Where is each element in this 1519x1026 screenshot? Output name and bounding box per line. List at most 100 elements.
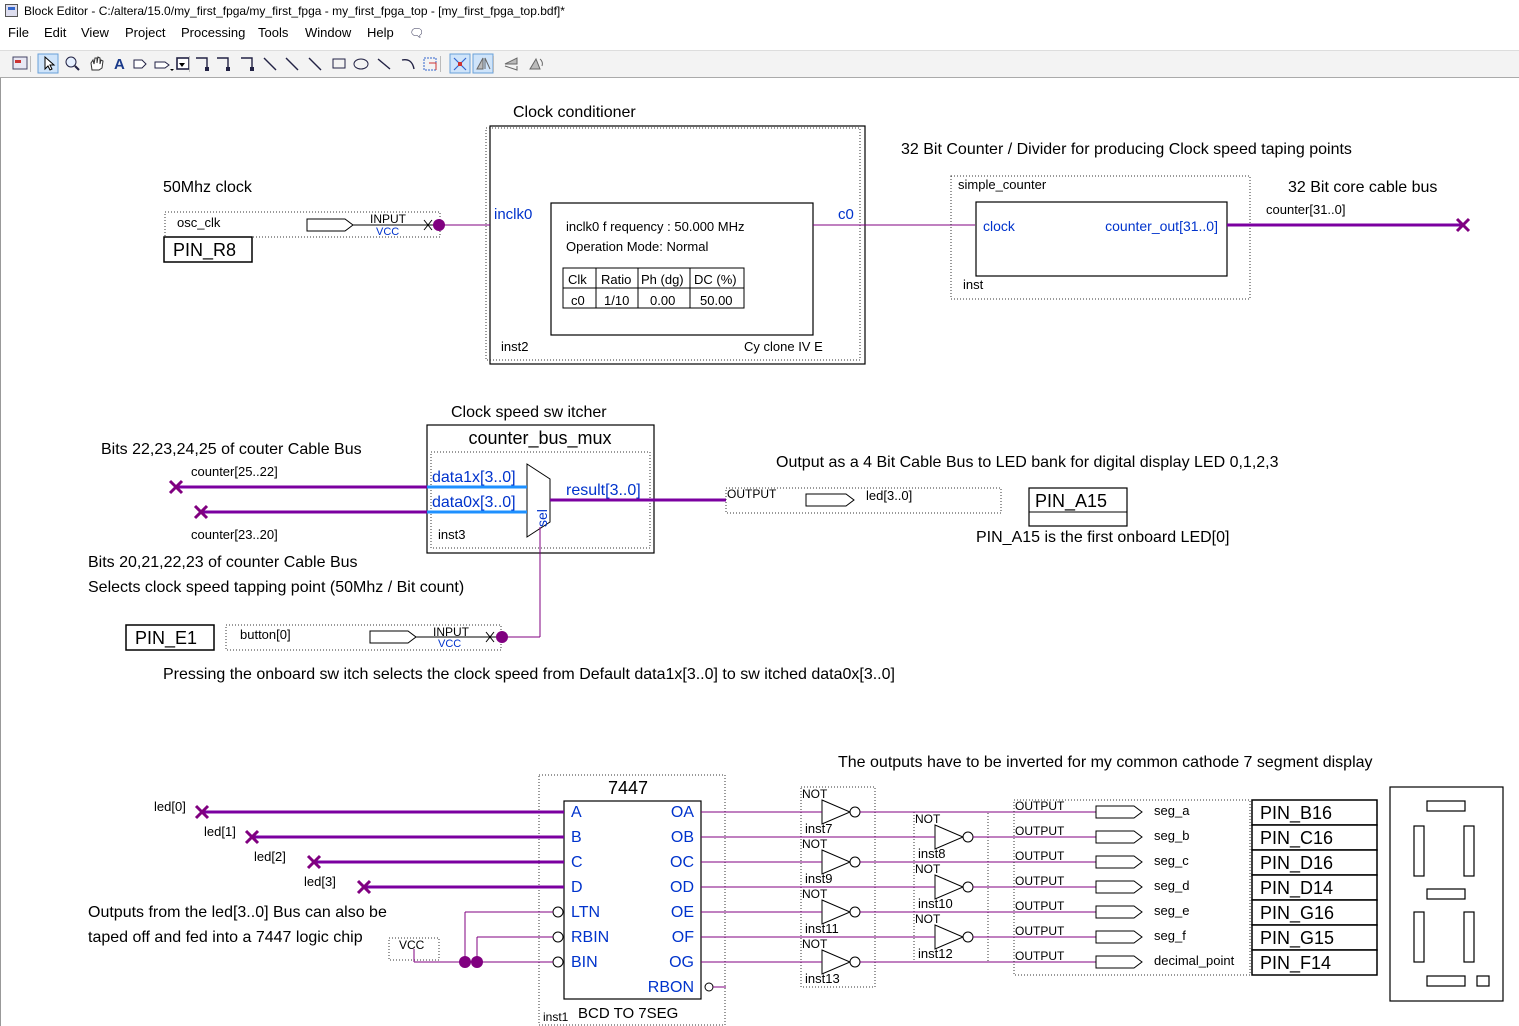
pin-tool-icon[interactable] bbox=[154, 61, 174, 71]
ellipse-icon[interactable] bbox=[353, 58, 369, 70]
seg-output-type-2: OUTPUT bbox=[1015, 849, 1065, 863]
bus-b-end-icon[interactable] bbox=[193, 504, 209, 520]
orthogonal-node-icon-shape bbox=[196, 57, 208, 69]
core-bus-end-icon[interactable] bbox=[1455, 217, 1471, 233]
title-bar: Block Editor - C:/altera/15.0/my_first_f… bbox=[0, 0, 1519, 22]
partial-line-select-icon[interactable] bbox=[449, 53, 471, 74]
zoom-tool-icon[interactable] bbox=[65, 56, 80, 71]
pin-e1-box[interactable] bbox=[125, 624, 215, 651]
led-output-type: OUTPUT bbox=[727, 487, 777, 501]
flip-horizontal-icon[interactable] bbox=[472, 53, 494, 74]
chip7447-desc: BCD TO 7SEG bbox=[578, 1005, 678, 1022]
not-gate-bubble-0 bbox=[849, 806, 861, 818]
osc-input-vcc: VCC bbox=[376, 226, 399, 238]
led-output-signal: led[3..0] bbox=[866, 488, 912, 503]
output-description: Output as a 4 Bit Cable Bus to LED bank … bbox=[776, 454, 1279, 471]
hand-tool-icon[interactable] bbox=[90, 56, 104, 71]
seg-pin-label-0: PIN_B16 bbox=[1260, 803, 1332, 824]
help-pointer-icon[interactable]: 🗨 bbox=[409, 26, 425, 40]
osc-clk-signal: osc_clk bbox=[177, 215, 221, 230]
chip7447-output-oe: OE bbox=[671, 904, 694, 921]
pin-a15-box[interactable] bbox=[1028, 487, 1128, 527]
menu-tools[interactable]: Tools bbox=[258, 25, 289, 40]
pin-tool-dropdown-icon[interactable] bbox=[179, 63, 185, 67]
not-inst-2: inst9 bbox=[805, 871, 832, 886]
seg-output-signal-4: seg_e bbox=[1154, 903, 1189, 918]
input-pin-symbol bbox=[306, 218, 354, 232]
chip-input-bubble-2 bbox=[552, 956, 564, 968]
diagonal-conduit-icon-shape bbox=[308, 57, 322, 71]
rubberbanding-icon[interactable] bbox=[423, 57, 437, 71]
pll-table-header-2: Ph (dg) bbox=[641, 272, 684, 287]
osc-x-mark bbox=[423, 219, 433, 231]
seg-pin-box-0[interactable] bbox=[1251, 799, 1378, 826]
symbol-tool-icon[interactable] bbox=[133, 59, 147, 69]
led-input-end-icon-0[interactable] bbox=[194, 804, 210, 820]
seg-pin-box-4[interactable] bbox=[1251, 899, 1378, 926]
rotate-icon[interactable] bbox=[529, 57, 543, 70]
led-input-end-icon-2[interactable] bbox=[306, 854, 322, 870]
menu-window[interactable]: Window bbox=[305, 25, 352, 40]
seg-output-type-6: OUTPUT bbox=[1015, 949, 1065, 963]
counter-port-clock: clock bbox=[983, 218, 1016, 234]
menu-help[interactable]: Help bbox=[367, 25, 394, 40]
bus-a-label: counter[25..22] bbox=[191, 464, 278, 479]
vcc-label: VCC bbox=[399, 938, 425, 952]
menu-view[interactable]: View bbox=[81, 25, 109, 40]
menu-edit[interactable]: Edit bbox=[44, 25, 67, 40]
pll-block[interactable] bbox=[489, 125, 866, 365]
diagonal-bus-icon[interactable] bbox=[285, 57, 299, 71]
inverted-label: The outputs have to be inverted for my c… bbox=[838, 754, 1373, 771]
menu-file[interactable]: File bbox=[8, 25, 29, 40]
orthogonal-conduit-icon[interactable] bbox=[241, 57, 254, 71]
diagonal-conduit-icon[interactable] bbox=[308, 57, 322, 71]
seg-output-type-1: OUTPUT bbox=[1015, 824, 1065, 838]
flip-vertical-icon-mirror bbox=[504, 65, 518, 71]
led-input-label-0: led[0] bbox=[154, 799, 186, 814]
segment-a bbox=[1426, 800, 1466, 812]
flip-vertical-icon[interactable] bbox=[504, 57, 518, 71]
ellipse-icon-shape bbox=[353, 58, 369, 70]
window-icon[interactable] bbox=[12, 56, 28, 70]
chip7447-input-ltn: LTN bbox=[571, 904, 600, 921]
menu-project[interactable]: Project bbox=[125, 25, 166, 40]
seg-output-symbol-3 bbox=[1095, 880, 1143, 894]
bus-a-end-icon[interactable] bbox=[168, 479, 184, 495]
chip7447-output-oc: OC bbox=[670, 854, 694, 871]
button-signal: button[0] bbox=[240, 627, 291, 642]
chip7447-input-d: D bbox=[571, 879, 583, 896]
diagonal-node-icon[interactable] bbox=[263, 57, 277, 71]
line-icon[interactable] bbox=[377, 58, 391, 70]
pll-table-header-1: Ratio bbox=[601, 272, 631, 287]
diagonal-node-icon-shape bbox=[263, 57, 277, 71]
seg-pin-box-6[interactable] bbox=[1251, 949, 1378, 976]
rubberbanding-icon-shape bbox=[423, 57, 437, 71]
pll-frequency: inclk0 f requency : 50.000 MHz bbox=[566, 219, 744, 234]
pin-tool-icon-shape bbox=[154, 61, 170, 69]
pll-device: Cy clone IV E bbox=[744, 339, 823, 354]
chip7447-block[interactable] bbox=[563, 800, 702, 1000]
chip7447-output-og: OG bbox=[669, 954, 694, 971]
text-tool-icon[interactable]: A bbox=[114, 56, 125, 73]
pin-r8-box[interactable] bbox=[163, 236, 253, 263]
clk-50-label: 50Mhz clock bbox=[163, 179, 253, 196]
led-input-label-2: led[2] bbox=[254, 849, 286, 864]
arc-icon[interactable] bbox=[401, 59, 415, 70]
orthogonal-node-icon[interactable] bbox=[196, 57, 209, 71]
counter-block[interactable] bbox=[975, 201, 1228, 277]
led-input-end-icon-3[interactable] bbox=[356, 879, 372, 895]
pin-a15-description: PIN_A15 is the first onboard LED[0] bbox=[976, 529, 1229, 546]
rectangle-icon[interactable] bbox=[332, 58, 346, 69]
menu-processing[interactable]: Processing bbox=[181, 25, 246, 40]
seg-pin-box-5[interactable] bbox=[1251, 924, 1378, 951]
select-tool-icon[interactable] bbox=[37, 53, 59, 74]
led-input-end-icon-1[interactable] bbox=[244, 829, 260, 845]
pll-table-cell-3: 50.00 bbox=[700, 293, 733, 308]
not-inst-1: inst8 bbox=[918, 846, 945, 861]
not-label-6: NOT bbox=[802, 937, 828, 951]
bits22-label: Bits 22,23,24,25 of couter Cable Bus bbox=[101, 441, 362, 458]
orthogonal-bus-icon[interactable] bbox=[217, 57, 230, 71]
segment-e bbox=[1413, 911, 1425, 963]
